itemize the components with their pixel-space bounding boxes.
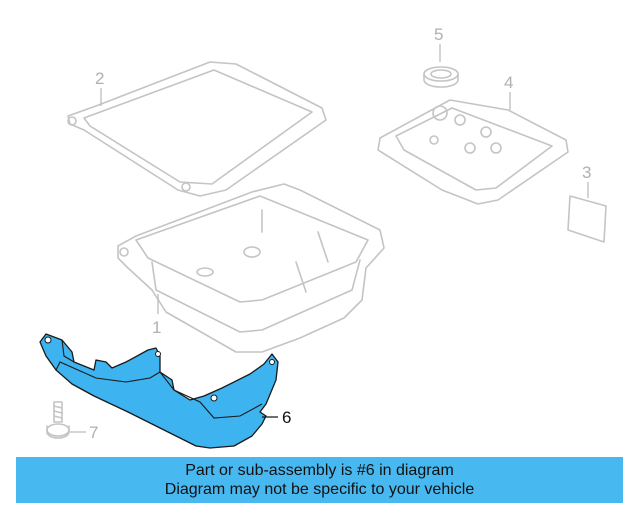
part-2-gasket xyxy=(67,61,327,197)
part-7-bolt xyxy=(46,401,70,439)
part-5-seal xyxy=(423,66,459,88)
callout-5: 5 xyxy=(434,25,443,44)
part-1-oil-pan xyxy=(117,183,385,353)
callout-4: 4 xyxy=(504,73,513,92)
banner-line-1: Part or sub-assembly is #6 in diagram xyxy=(185,462,454,479)
callout-3: 3 xyxy=(582,163,591,182)
callout-6: 6 xyxy=(282,408,291,427)
banner-line-2: Diagram may not be specific to your vehi… xyxy=(164,481,475,498)
part-3-plate xyxy=(567,195,607,243)
part-4-filter xyxy=(377,99,569,205)
part-6-bracket-highlighted xyxy=(39,333,279,449)
callout-7: 7 xyxy=(89,423,98,442)
callout-2: 2 xyxy=(95,69,104,88)
callout-1: 1 xyxy=(152,318,161,337)
notice-banner: Part or sub-assembly is #6 in diagram Di… xyxy=(16,457,623,503)
